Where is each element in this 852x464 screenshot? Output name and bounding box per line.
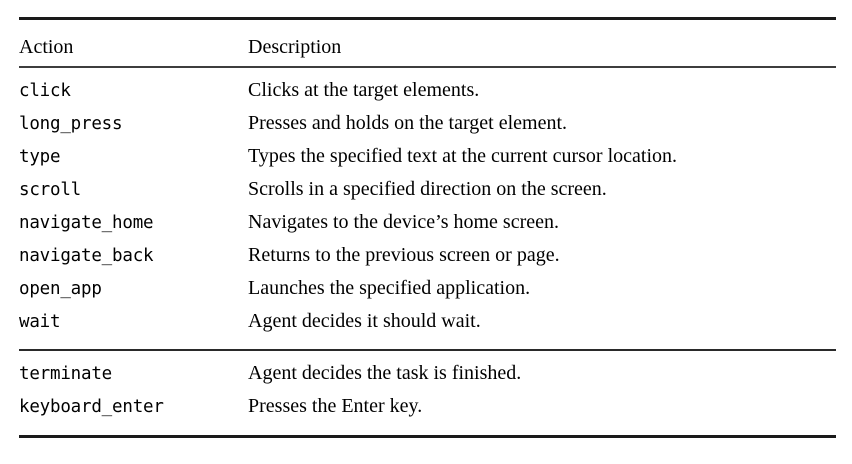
action-description: Scrolls in a specified direction on the … xyxy=(248,178,607,200)
action-name: keyboard_enter xyxy=(19,397,164,417)
action-name: click xyxy=(19,81,71,101)
action-name: navigate_back xyxy=(19,246,154,266)
action-description: Navigates to the device’s home screen. xyxy=(248,211,559,233)
column-header-description: Description xyxy=(248,36,342,58)
action-description: Presses and holds on the target element. xyxy=(248,112,568,134)
table-body-primary: click Clicks at the target elements. lon… xyxy=(19,68,836,343)
table-bottom-rule xyxy=(19,435,836,438)
table-top-rule xyxy=(19,17,836,20)
action-name: wait xyxy=(19,312,61,332)
table-row: type Types the specified text at the cur… xyxy=(19,145,836,178)
table-row: long_press Presses and holds on the targ… xyxy=(19,112,836,145)
action-description: Agent decides the task is finished. xyxy=(248,362,522,384)
action-name: open_app xyxy=(19,279,102,299)
action-description: Launches the specified application. xyxy=(248,277,531,299)
table-body-terminal: terminate Agent decides the task is fini… xyxy=(19,351,836,430)
table-row: keyboard_enter Presses the Enter key. xyxy=(19,395,836,428)
action-space-table: Action Description click Clicks at the t… xyxy=(19,0,836,438)
table-row: navigate_home Navigates to the device’s … xyxy=(19,211,836,244)
table-row: scroll Scrolls in a specified direction … xyxy=(19,178,836,211)
table-row: terminate Agent decides the task is fini… xyxy=(19,362,836,395)
action-name: terminate xyxy=(19,364,113,384)
action-description: Returns to the previous screen or page. xyxy=(248,244,560,266)
table-row: navigate_back Returns to the previous sc… xyxy=(19,244,836,277)
table-header: Action Description xyxy=(19,20,836,62)
table-header-rule xyxy=(19,66,836,68)
column-header-action: Action xyxy=(19,36,74,58)
table-section-rule xyxy=(19,349,836,351)
table-row: open_app Launches the specified applicat… xyxy=(19,277,836,310)
action-description: Types the specified text at the current … xyxy=(248,145,677,167)
table-row: wait Agent decides it should wait. xyxy=(19,310,836,343)
action-description: Agent decides it should wait. xyxy=(248,310,481,332)
action-name: navigate_home xyxy=(19,213,154,233)
action-name: long_press xyxy=(19,114,123,134)
table-header-row: Action Description xyxy=(19,20,836,62)
action-name: scroll xyxy=(19,180,82,200)
table-row: click Clicks at the target elements. xyxy=(19,79,836,112)
action-name: type xyxy=(19,147,61,167)
action-description: Presses the Enter key. xyxy=(248,395,423,417)
action-description: Clicks at the target elements. xyxy=(248,79,480,101)
